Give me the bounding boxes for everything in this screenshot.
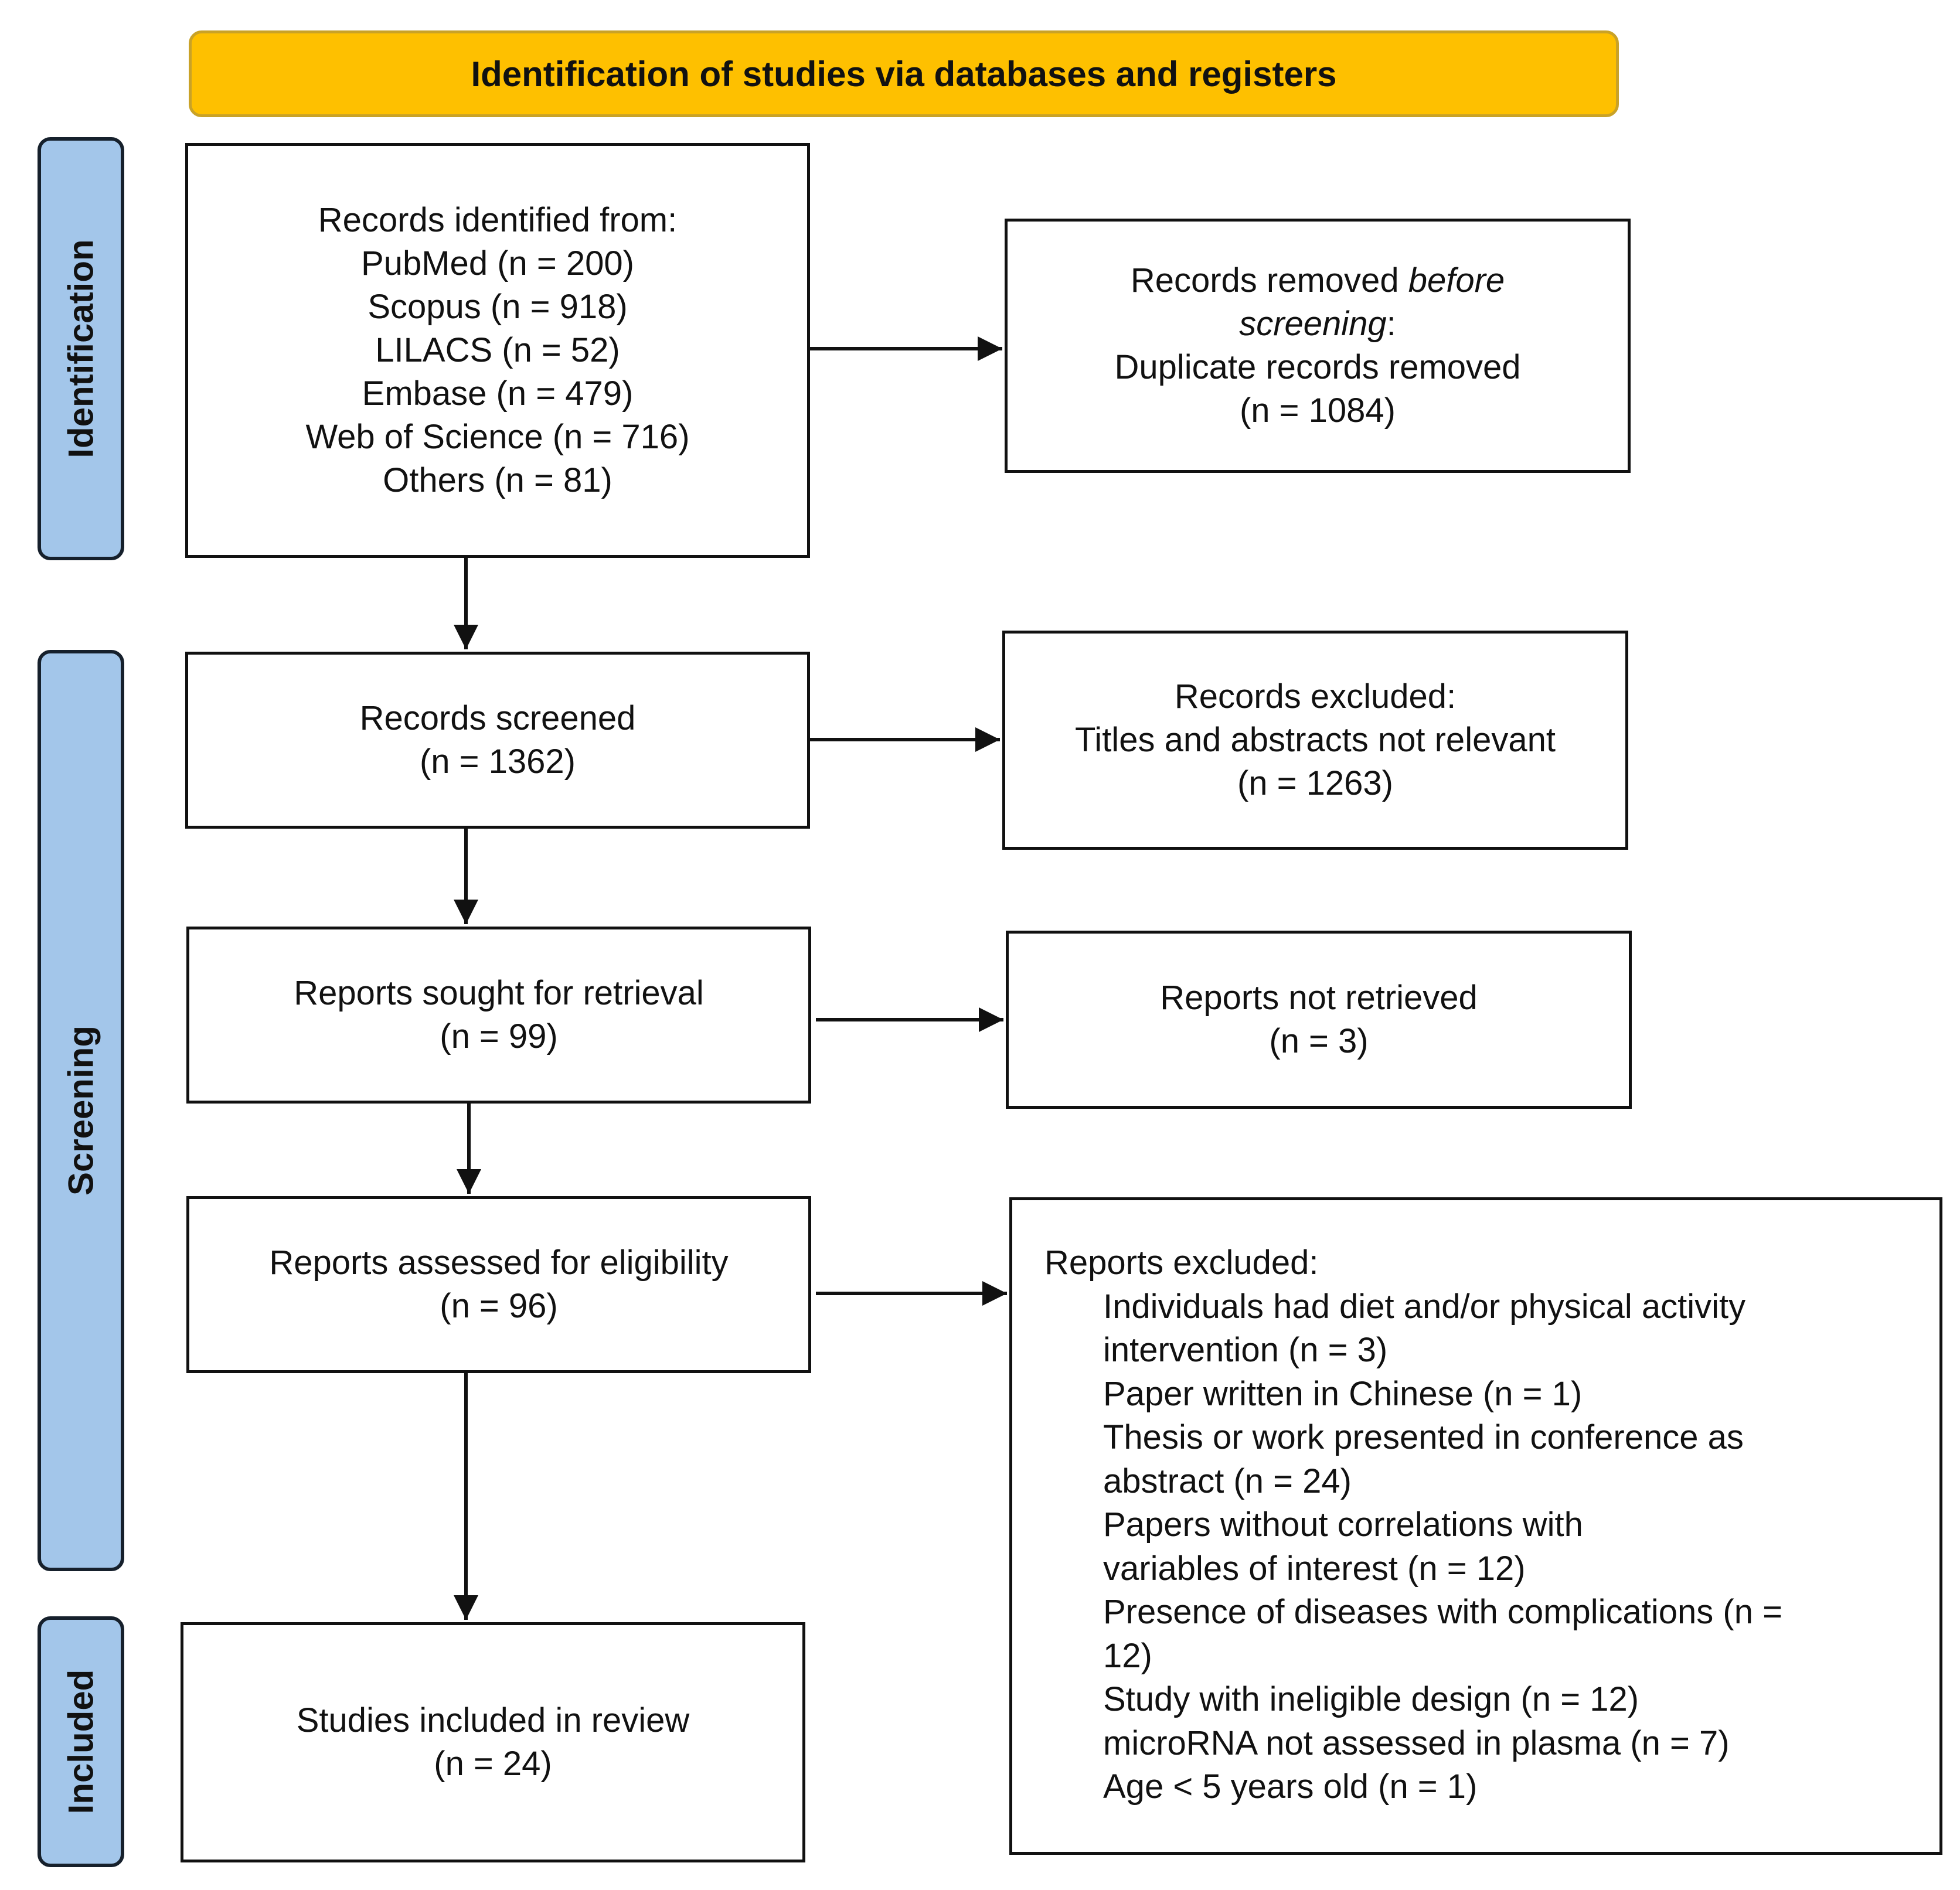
records-screened-count: (n = 1362): [419, 743, 576, 781]
reports-excluded-title: Reports excluded:: [1044, 1244, 1319, 1282]
reports-excluded-line: Papers without correlations with: [1103, 1506, 1583, 1544]
records-removed-emphasis-before: before: [1408, 261, 1505, 299]
records-excluded-label: Records excluded:: [1174, 677, 1457, 716]
records-identified-box: Records identified from: PubMed (n = 200…: [185, 143, 810, 558]
header-title: Identification of studies via databases …: [471, 54, 1337, 94]
reports-excluded-line: abstract (n = 24): [1103, 1462, 1352, 1500]
reports-excluded-line: Study with ineligible design (n = 12): [1103, 1680, 1639, 1718]
records-excluded-count: (n = 1263): [1237, 764, 1393, 802]
records-screened-box: Records screened (n = 1362): [185, 652, 810, 829]
records-excluded-box: Records excluded: Titles and abstracts n…: [1002, 631, 1628, 850]
reports-sought-count: (n = 99): [440, 1017, 558, 1055]
records-removed-count: (n = 1084): [1239, 391, 1396, 430]
records-removed-box: Records removed before screening: Duplic…: [1005, 219, 1631, 473]
reports-assessed-count: (n = 96): [440, 1287, 558, 1325]
reports-assessed-label: Reports assessed for eligibility: [269, 1244, 729, 1282]
reports-not-retrieved-box: Reports not retrieved (n = 3): [1006, 931, 1632, 1109]
reports-excluded-line: variables of interest (n = 12): [1103, 1549, 1526, 1588]
reports-excluded-line: Thesis or work presented in conference a…: [1103, 1418, 1744, 1456]
studies-included-count: (n = 24): [434, 1745, 552, 1783]
records-removed-reason: Duplicate records removed: [1114, 348, 1521, 386]
records-removed-colon: :: [1386, 305, 1396, 343]
records-removed-prefix: Records removed: [1130, 261, 1408, 299]
reports-excluded-box: Reports excluded: Individuals had diet a…: [1009, 1197, 1942, 1855]
reports-sought-box: Reports sought for retrieval (n = 99): [186, 927, 811, 1104]
studies-included-box: Studies included in review (n = 24): [181, 1622, 805, 1862]
records-removed-emphasis-screening: screening: [1239, 305, 1387, 343]
reports-assessed-box: Reports assessed for eligibility (n = 96…: [186, 1196, 811, 1373]
records-excluded-reason: Titles and abstracts not relevant: [1075, 721, 1556, 759]
records-identified-line: Scopus (n = 918): [368, 288, 628, 326]
reports-excluded-line: Paper written in Chinese (n = 1): [1103, 1374, 1583, 1413]
reports-sought-label: Reports sought for retrieval: [294, 974, 704, 1012]
reports-excluded-line: Individuals had diet and/or physical act…: [1103, 1287, 1746, 1326]
phase-identification: Identification: [38, 137, 124, 560]
records-identified-line: LILACS (n = 52): [375, 331, 620, 369]
reports-not-retrieved-label: Reports not retrieved: [1160, 979, 1478, 1017]
reports-not-retrieved-count: (n = 3): [1269, 1022, 1369, 1060]
phase-screening: Screening: [38, 650, 124, 1571]
records-removed-line-2: screening:: [1239, 302, 1396, 346]
reports-excluded-line: intervention (n = 3): [1103, 1331, 1388, 1369]
reports-excluded-line: 12): [1103, 1636, 1152, 1675]
studies-included-label: Studies included in review: [296, 1701, 690, 1739]
records-identified-line: Web of Science (n = 716): [305, 418, 690, 456]
records-screened-label: Records screened: [359, 699, 636, 737]
reports-excluded-line: microRNA not assessed in plasma (n = 7): [1103, 1724, 1730, 1762]
header-banner: Identification of studies via databases …: [189, 30, 1619, 117]
records-identified-line: PubMed (n = 200): [361, 244, 634, 282]
records-identified-line: Others (n = 81): [383, 461, 612, 499]
records-identified-line: Records identified from:: [318, 201, 678, 239]
phase-included: Included: [38, 1616, 124, 1867]
reports-excluded-line: Age < 5 years old (n = 1): [1103, 1768, 1478, 1806]
records-identified-line: Embase (n = 479): [362, 374, 634, 413]
reports-excluded-line: Presence of diseases with complications …: [1103, 1593, 1782, 1631]
records-removed-line-1: Records removed before: [1131, 259, 1505, 302]
